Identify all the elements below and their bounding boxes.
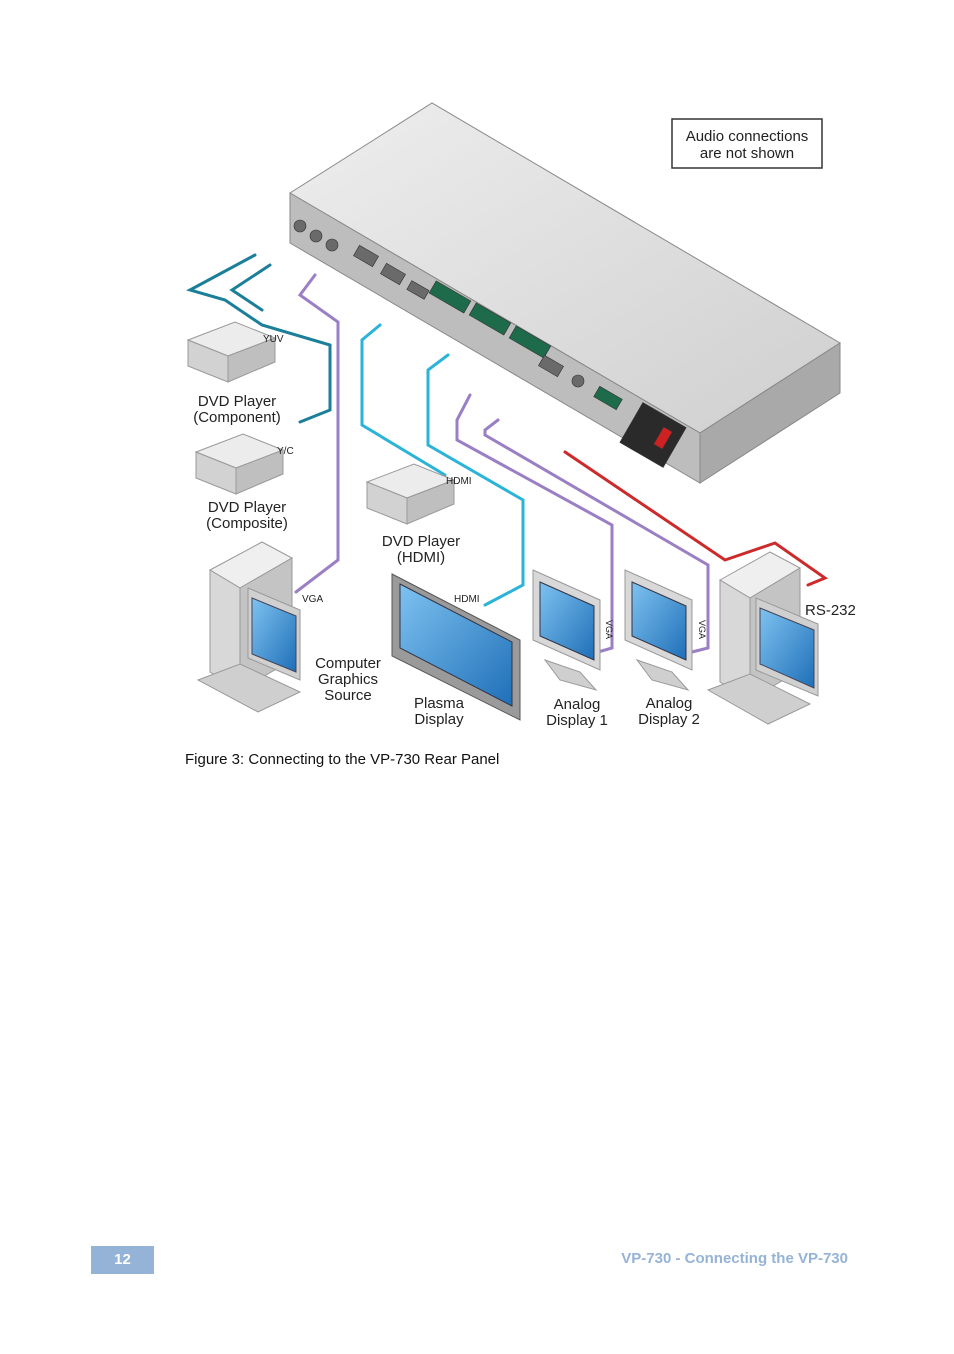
vga-out1-cable — [455, 393, 614, 654]
yuv-label: YUV — [263, 334, 284, 345]
vga-in-cable — [294, 273, 340, 594]
connection-diagram: Audio connections are not shown — [186, 102, 856, 729]
yc-cable — [229, 263, 272, 312]
computer-line-2: Graphics — [318, 671, 378, 688]
plasma-line-1: Plasma — [414, 695, 465, 712]
dvd-player-composite: Y/C DVD Player (Composite) — [194, 433, 294, 532]
vp730-device — [289, 102, 841, 484]
plasma-line-2: Display — [414, 711, 464, 728]
footer-title: VP-730 - Connecting the VP-730 — [621, 1250, 848, 1267]
hdmi-in-cable — [360, 323, 447, 477]
audio-note-box: Audio connections are not shown — [671, 118, 823, 169]
dvd-component-line-1: DVD Player — [198, 393, 276, 410]
rs232-controller-pc: RS-232 — [706, 551, 856, 725]
dvd-component-line-2: (Component) — [193, 409, 281, 426]
hdmi-in-label: HDMI — [446, 476, 472, 487]
rear-panel-connectors — [293, 219, 687, 468]
vga-in-label: VGA — [302, 594, 323, 605]
rs232-cable — [563, 450, 829, 587]
analog1-line-1: Analog — [554, 696, 601, 713]
dvd-player-hdmi: HDMI DVD Player (HDMI) — [365, 463, 472, 566]
vga-out2-label: VGA — [697, 620, 707, 639]
cables — [186, 253, 829, 654]
dvd-composite-line-1: DVD Player — [208, 499, 286, 516]
computer-line-3: Source — [324, 687, 372, 704]
hdmi-out-cable — [426, 353, 525, 607]
dvd-player-component: YUV DVD Player (Component) — [186, 321, 284, 426]
analog2-line-2: Display 2 — [638, 711, 700, 728]
analog-display-1: VGA Analog Display 1 — [532, 569, 614, 729]
yuv-cable — [186, 253, 332, 424]
rs232-label: RS-232 — [805, 602, 856, 619]
plasma-display: HDMI Plasma Display — [391, 573, 521, 728]
vga-out1-label: VGA — [604, 620, 614, 639]
yc-label: Y/C — [277, 446, 294, 457]
computer-graphics-source: VGA Computer Graphics Source — [196, 541, 381, 713]
analog1-line-2: Display 1 — [546, 712, 608, 729]
analog2-line-1: Analog — [646, 695, 693, 712]
analog-display-2: VGA Analog Display 2 — [624, 569, 707, 728]
dvd-hdmi-line-1: DVD Player — [382, 533, 460, 550]
note-line-1: Audio connections — [686, 128, 809, 145]
dvd-hdmi-line-2: (HDMI) — [397, 549, 445, 566]
dvd-composite-line-2: (Composite) — [206, 515, 288, 532]
figure-caption: Figure 3: Connecting to the VP-730 Rear … — [185, 751, 500, 768]
page-number: 12 — [91, 1246, 154, 1274]
hdmi-out-label: HDMI — [454, 594, 480, 605]
vga-out2-cable — [483, 418, 710, 654]
note-line-2: are not shown — [700, 145, 794, 162]
computer-line-1: Computer — [315, 655, 381, 672]
